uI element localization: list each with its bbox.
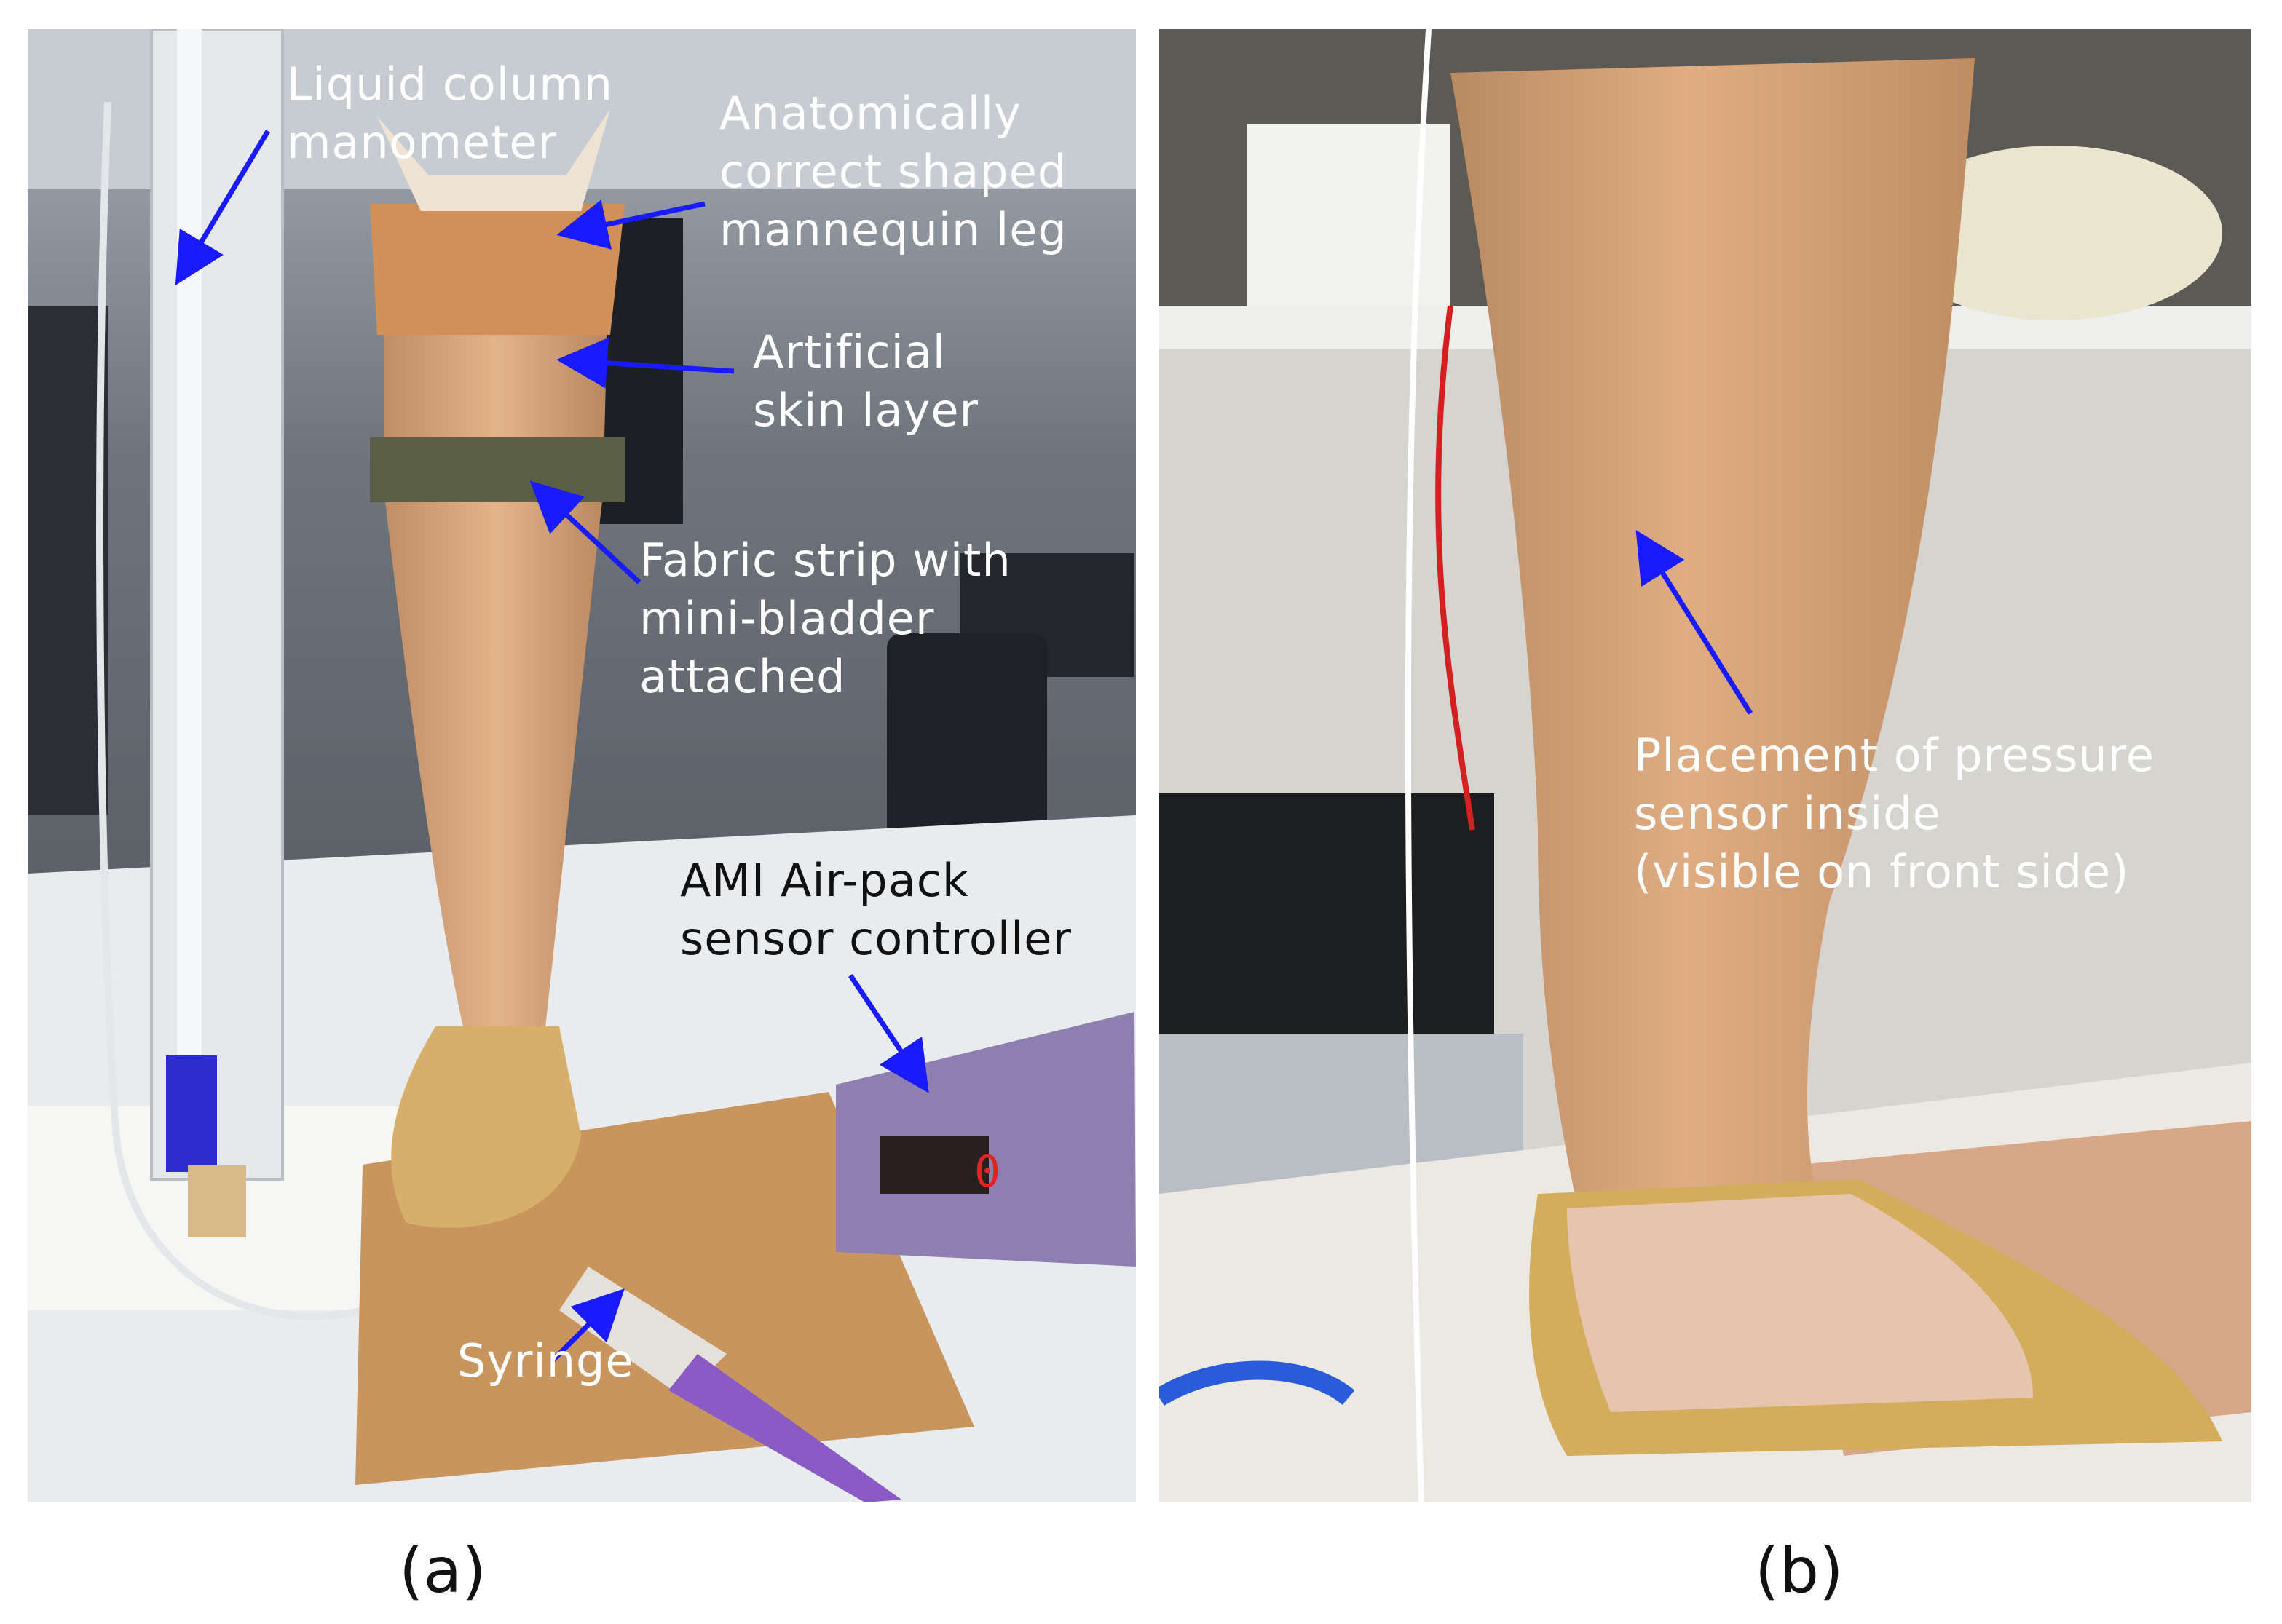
office-chair	[887, 633, 1047, 874]
mannequin-leg	[384, 211, 610, 1034]
label-placement: Placement of pressure sensor inside (vis…	[1634, 729, 2155, 898]
red-wire	[1435, 305, 1475, 831]
syringe-plunger	[668, 1354, 901, 1502]
arrow-mannequin	[556, 199, 706, 250]
photo-panel-a: 0 Liquid column manometer Anatomically c…	[28, 29, 1136, 1502]
manometer-liquid	[166, 1055, 217, 1172]
arrow-placement	[1635, 530, 1753, 715]
label-syringe: Syringe	[457, 1334, 634, 1387]
controller-display	[880, 1136, 989, 1194]
artificial-skin-layer	[370, 204, 625, 335]
label-skin: Artificial skin layer	[753, 325, 979, 437]
arrow-skin	[556, 337, 735, 389]
panel-letter-b: (b)	[1755, 1534, 1844, 1607]
mannequin-leg-side	[1450, 58, 1975, 1281]
label-fabric: Fabric strip with mini-bladder attached	[639, 534, 1011, 703]
controller-reading: 0	[974, 1146, 1000, 1197]
arrow-controller	[848, 974, 929, 1093]
photo-panel-b: Placement of pressure sensor inside (vis…	[1159, 29, 2251, 1502]
manometer-stand	[188, 1165, 246, 1237]
panel-letter-a: (a)	[399, 1534, 486, 1607]
manometer-column	[150, 29, 284, 1181]
white-wire	[1405, 29, 1432, 1502]
arrow-fabric	[529, 480, 641, 585]
mannequin-foot	[391, 1026, 581, 1228]
label-mannequin: Anatomically correct shaped mannequin le…	[719, 87, 1067, 256]
arrow-syringe	[550, 1288, 625, 1363]
label-manometer: Liquid column manometer	[287, 58, 613, 169]
bowl	[1887, 146, 2222, 320]
doorway	[28, 306, 108, 815]
mannequin-top	[377, 109, 610, 211]
blue-scissors	[1159, 1360, 1355, 1406]
scene-b	[1159, 29, 2251, 1502]
scene-a: 0	[28, 29, 1136, 1502]
manometer-scale	[177, 29, 202, 1165]
foot-skin-patch	[1567, 1194, 2033, 1412]
fabric-strip	[370, 437, 625, 502]
arrow-manometer	[175, 130, 271, 286]
label-controller: AMI Air-pack sensor controller	[680, 854, 1072, 965]
